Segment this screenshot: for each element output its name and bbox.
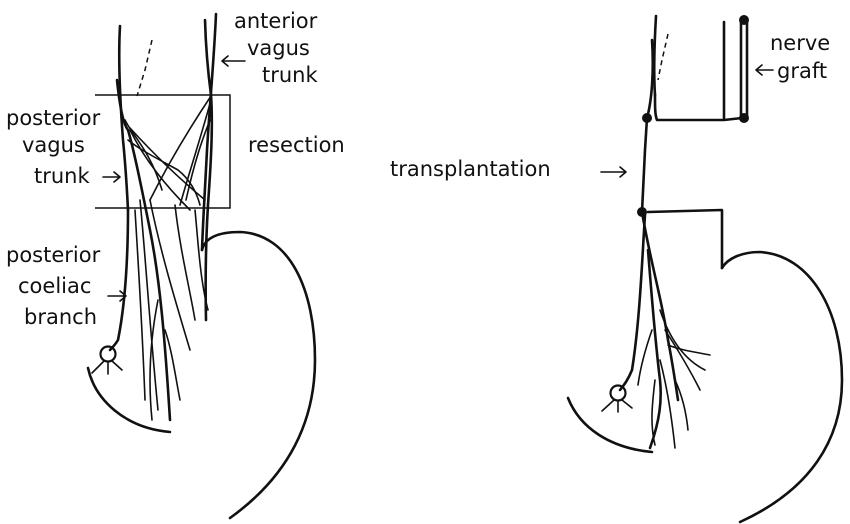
left-panel: anterior vagus trunk posterior vagus tru… bbox=[6, 9, 345, 518]
label-resection: resection bbox=[248, 133, 345, 157]
right-stomach-greater-curvature bbox=[722, 252, 842, 522]
posterior-coeliac-branch bbox=[110, 210, 128, 350]
nerve-fiber bbox=[668, 345, 710, 355]
coeliac-ganglion-rays bbox=[602, 400, 632, 412]
transplanted-vagus-trunk bbox=[642, 40, 653, 212]
nerve-fiber bbox=[150, 200, 190, 350]
coeliac-ganglion-rays bbox=[92, 361, 122, 374]
label-coeliac: coeliac bbox=[18, 274, 91, 298]
right-stomach-lesser-curvature bbox=[568, 398, 652, 452]
label-anterior: anterior bbox=[234, 9, 318, 33]
label-nerve: nerve bbox=[770, 31, 830, 55]
coeliac-ganglion-icon bbox=[611, 386, 626, 401]
nerve-fiber bbox=[638, 330, 652, 385]
nerve-fiber bbox=[665, 330, 700, 390]
label-vagus: vagus bbox=[22, 133, 85, 157]
label-posterior: posterior bbox=[6, 106, 101, 130]
right-dashed-fiber bbox=[658, 34, 668, 80]
arrow-anterior-vagus bbox=[222, 56, 245, 66]
label-transplantation: transplantation bbox=[390, 157, 551, 181]
right-panel: nerve graft transplantation bbox=[390, 15, 842, 522]
left-stomach-greater-curvature bbox=[202, 232, 315, 518]
arrow-posterior-vagus bbox=[103, 172, 120, 182]
label-trunk: trunk bbox=[34, 164, 90, 188]
right-stomach-cut bbox=[648, 210, 722, 268]
arrow-nerve-graft bbox=[756, 65, 773, 75]
right-esophagus-left-wall bbox=[654, 16, 656, 95]
label-posterior: posterior bbox=[6, 243, 101, 267]
right-esophagus-cut bbox=[655, 95, 742, 120]
label-vagus: vagus bbox=[247, 36, 310, 60]
label-trunk: trunk bbox=[262, 63, 318, 87]
coeliac-ganglion-icon bbox=[101, 347, 116, 362]
nerve-fiber bbox=[175, 205, 195, 320]
graft-knot-icon bbox=[739, 113, 749, 123]
left-dashed-fiber bbox=[137, 40, 152, 96]
arrow-transplantation bbox=[601, 167, 626, 177]
graft-knot-icon bbox=[739, 15, 749, 25]
label-graft: graft bbox=[777, 59, 827, 83]
label-branch: branch bbox=[24, 305, 97, 329]
nerve-fiber bbox=[150, 96, 211, 200]
left-esophagus-right-wall bbox=[202, 14, 216, 250]
nerve-fiber bbox=[648, 250, 661, 448]
suture-knot-icon bbox=[642, 113, 652, 123]
